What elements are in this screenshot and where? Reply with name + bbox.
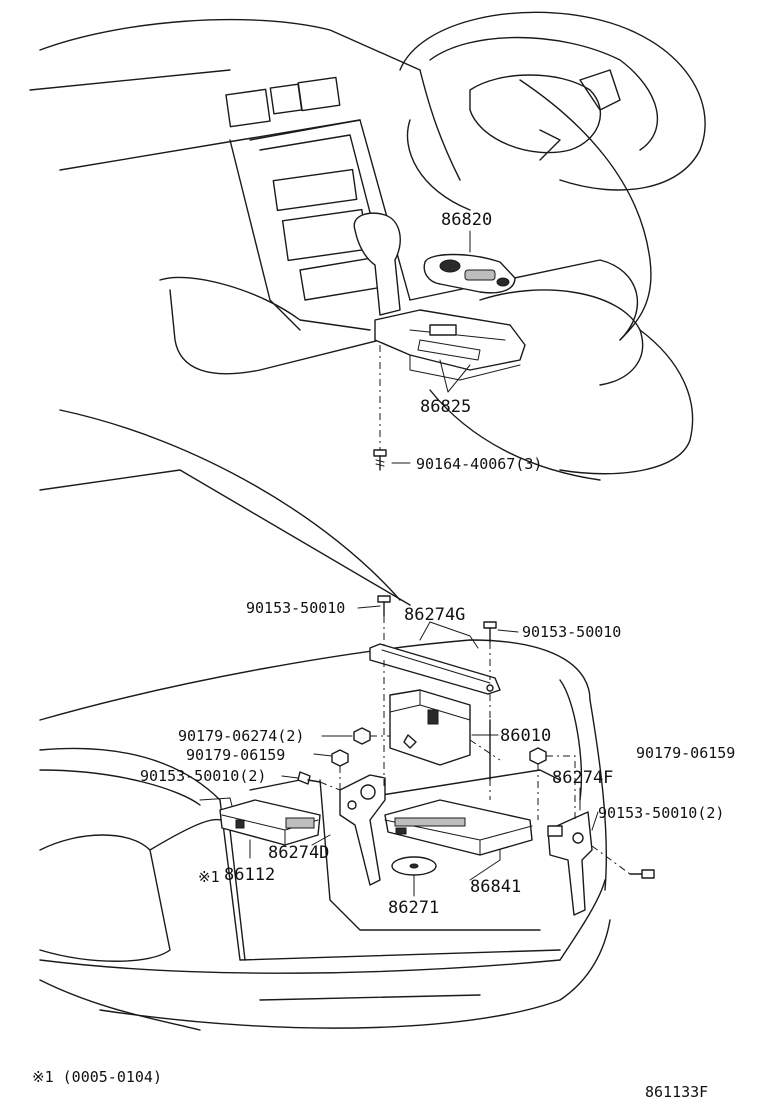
part-86271-shape [391, 856, 437, 876]
label-90179-06274: 90179-06274(2) [178, 727, 304, 745]
part-86274D-shape [339, 774, 386, 886]
label-86274F: 86274F [552, 768, 613, 788]
label-90164-40067: 90164-40067(3) [416, 455, 542, 473]
label-86112: 86112 [224, 865, 275, 885]
label-90179-06159-left: 90179-06159 [186, 746, 285, 764]
label-86274D: 86274D [268, 843, 329, 863]
footer-note: ※1 (0005-0104) [32, 1068, 162, 1086]
label-90179-06159-right: 90179-06159 [636, 744, 735, 762]
label-86271: 86271 [388, 898, 439, 918]
nut-90179-06159-right-icon [529, 747, 547, 765]
label-90153-50010-2-left: 90153-50010(2) [140, 767, 266, 785]
trunk-illustration [39, 409, 655, 1031]
part-86841-shape [384, 799, 533, 856]
label-86841: 86841 [470, 877, 521, 897]
part-86010-shape [389, 689, 471, 766]
bolt-90153-2-right-icon [629, 869, 655, 879]
part-86112-shape [199, 797, 321, 846]
part-86274F-shape [547, 811, 593, 916]
label-86010: 86010 [500, 726, 551, 746]
bolt-90153-2-left-icon [297, 771, 321, 785]
diagram-id: 861133F [645, 1083, 708, 1101]
nut-90179-06159-left-icon [331, 749, 349, 767]
label-86274G: 86274G [404, 605, 465, 625]
interior-console-illustration [29, 11, 706, 481]
bolt-90153-top-left-icon [377, 595, 391, 617]
part-86274G-shape [369, 643, 501, 695]
label-note-mark: ※1 [198, 868, 220, 886]
nut-90179-06274-icon [353, 727, 371, 745]
label-86825: 86825 [420, 397, 471, 417]
part-86825-shape [374, 309, 526, 381]
label-90153-50010-top-left: 90153-50010 [246, 599, 345, 617]
bolt-90164-icon [373, 449, 387, 471]
bolt-90153-top-right-icon [483, 621, 497, 643]
label-90153-50010-top-right: 90153-50010 [522, 623, 621, 641]
label-86820: 86820 [441, 210, 492, 230]
label-90153-50010-2-right: 90153-50010(2) [598, 804, 724, 822]
part-86820-shape [423, 253, 516, 294]
